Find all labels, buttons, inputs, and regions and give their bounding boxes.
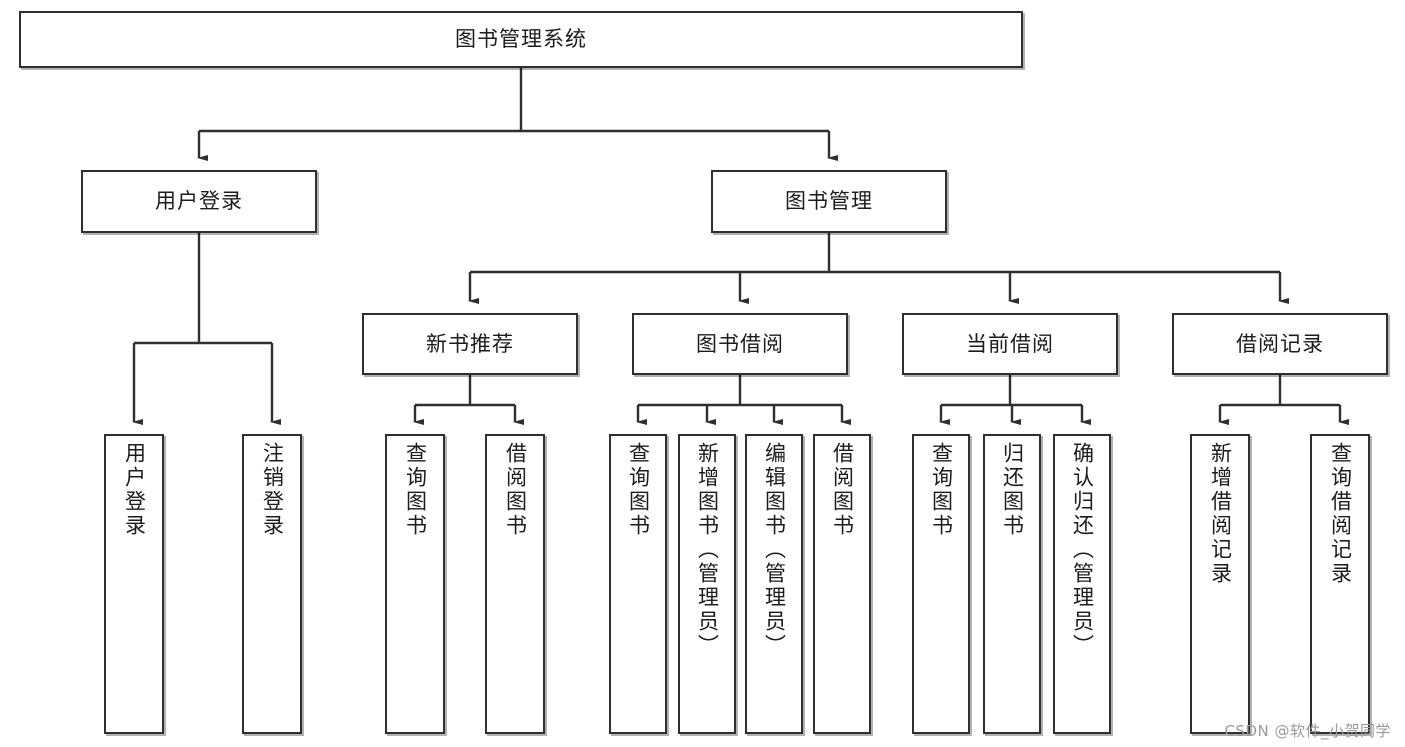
node-records[interactable]: 借阅记录 (1172, 313, 1388, 375)
node-b_query[interactable]: 查询图书 (609, 434, 667, 734)
node-c_return[interactable]: 归还图书 (983, 434, 1041, 734)
node-bookmgmt[interactable]: 图书管理 (711, 170, 947, 233)
node-label-l_logout: 注销登录 (260, 442, 285, 538)
node-label-bookmgmt: 图书管理 (785, 189, 873, 214)
node-login[interactable]: 用户登录 (81, 170, 317, 233)
node-l_login[interactable]: 用户登录 (104, 434, 164, 734)
node-label-r_add: 新增借阅记录 (1208, 442, 1233, 586)
node-label-newbook: 新书推荐 (426, 331, 514, 356)
node-label-b_borrow: 借阅图书 (830, 442, 855, 538)
node-n_borrow[interactable]: 借阅图书 (485, 434, 545, 734)
node-label-c_return: 归还图书 (1000, 442, 1025, 538)
node-borrow[interactable]: 图书借阅 (632, 313, 848, 375)
node-l_logout[interactable]: 注销登录 (242, 434, 302, 734)
node-b_add[interactable]: 新增图书（管理员） (678, 434, 736, 734)
node-label-c_query: 查询图书 (929, 442, 954, 538)
node-label-login: 用户登录 (155, 189, 243, 214)
watermark-label: CSDN @软件_小贺同学 (1224, 722, 1391, 740)
node-b_borrow[interactable]: 借阅图书 (813, 434, 871, 734)
node-root[interactable]: 图书管理系统 (19, 11, 1023, 68)
node-c_confirm[interactable]: 确认归还（管理员） (1053, 434, 1111, 734)
node-current[interactable]: 当前借阅 (902, 313, 1118, 375)
node-n_query[interactable]: 查询图书 (385, 434, 445, 734)
node-label-c_confirm: 确认归还（管理员） (1070, 442, 1095, 658)
node-label-n_query: 查询图书 (403, 442, 428, 538)
node-label-b_query: 查询图书 (626, 442, 651, 538)
node-label-records: 借阅记录 (1236, 331, 1324, 356)
node-c_query[interactable]: 查询图书 (912, 434, 970, 734)
node-label-l_login: 用户登录 (122, 442, 147, 538)
node-label-b_edit: 编辑图书（管理员） (762, 442, 787, 658)
node-newbook[interactable]: 新书推荐 (362, 313, 578, 375)
node-b_edit[interactable]: 编辑图书（管理员） (745, 434, 803, 734)
node-label-current: 当前借阅 (966, 331, 1054, 356)
node-r_add[interactable]: 新增借阅记录 (1190, 434, 1250, 734)
node-label-b_add: 新增图书（管理员） (695, 442, 720, 658)
node-label-root: 图书管理系统 (455, 27, 587, 52)
node-label-n_borrow: 借阅图书 (503, 442, 528, 538)
node-label-r_query: 查询借阅记录 (1328, 442, 1353, 586)
node-r_query[interactable]: 查询借阅记录 (1310, 434, 1370, 734)
node-label-borrow: 图书借阅 (696, 331, 784, 356)
